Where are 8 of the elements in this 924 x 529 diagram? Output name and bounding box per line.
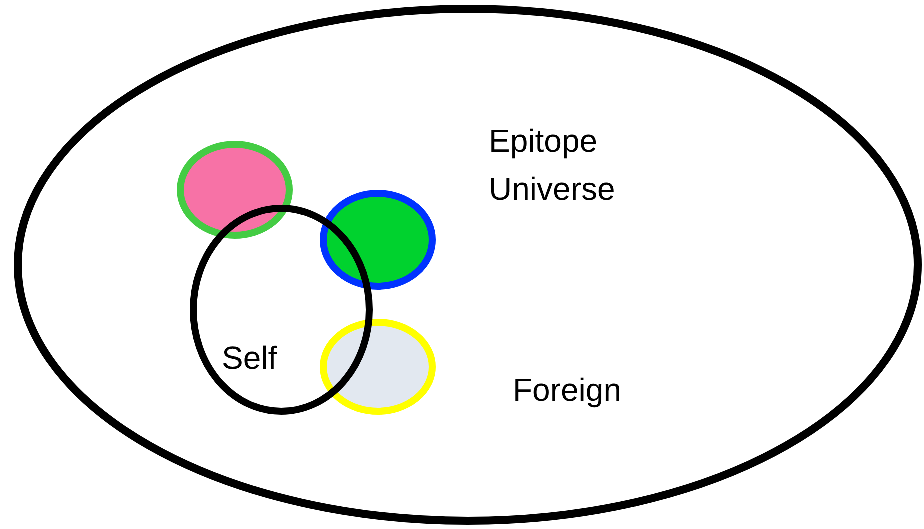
set-label: Self [222,339,278,378]
set-label: Epitope Universe [489,122,616,209]
set-ellipse [320,319,436,415]
self-ellipse [190,205,373,415]
region-label: Foreign [513,371,622,410]
set-ellipse [320,190,436,290]
set-ellipse [177,141,293,239]
universe-ellipse [14,5,922,525]
